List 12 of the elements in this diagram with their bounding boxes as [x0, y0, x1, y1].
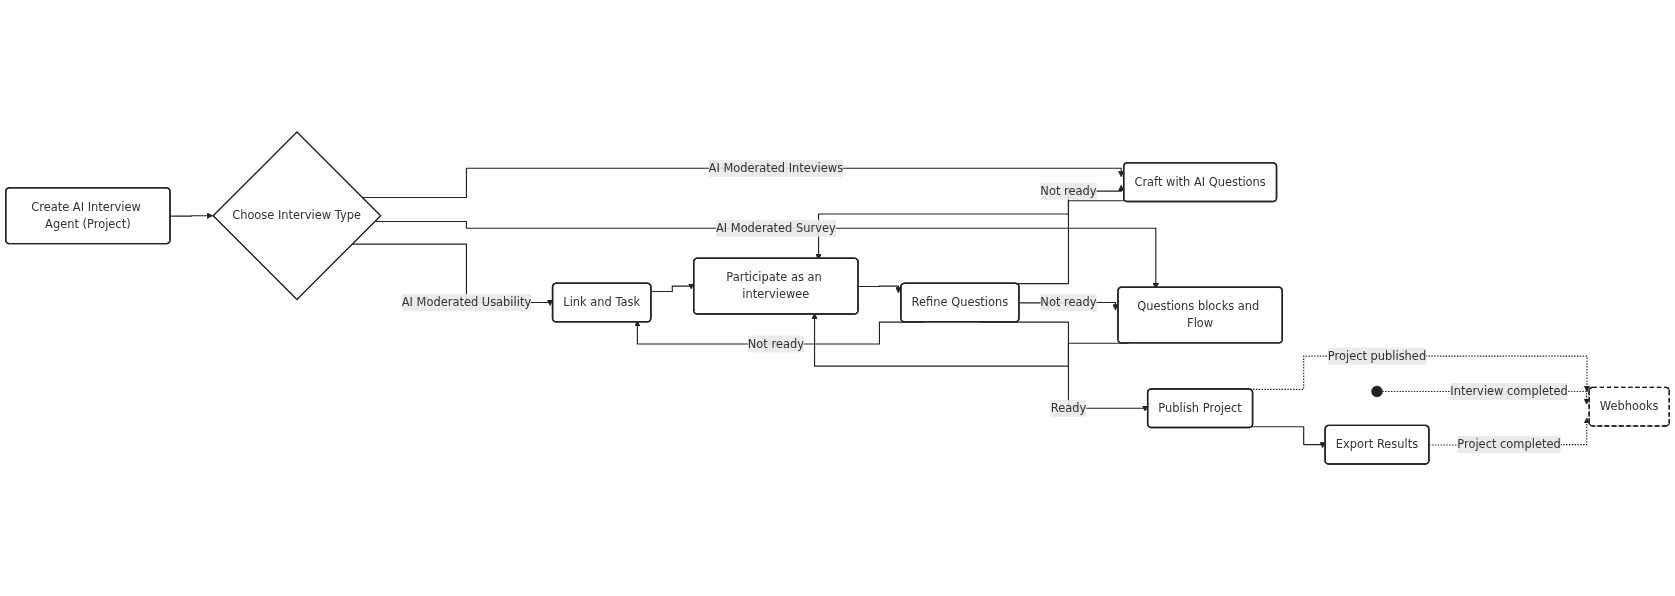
edge-label: AI Moderated Usability	[401, 295, 532, 309]
node-diamond: Choose Interview Type	[212, 131, 382, 301]
edge-label: Not ready	[1040, 295, 1097, 309]
edge-label: AI Moderated Survey	[715, 221, 836, 235]
edge-label: Ready	[1050, 401, 1087, 415]
arrow	[1251, 426, 1326, 449]
edge-label: AI Moderated Inteviews	[708, 161, 844, 175]
edge-label: Not ready	[747, 336, 804, 351]
edge-label: Interview completed	[1450, 384, 1568, 398]
edge-label: Project completed	[1457, 437, 1561, 452]
edge-label: Not ready	[1040, 183, 1097, 198]
edge-label: Project published	[1327, 348, 1427, 363]
